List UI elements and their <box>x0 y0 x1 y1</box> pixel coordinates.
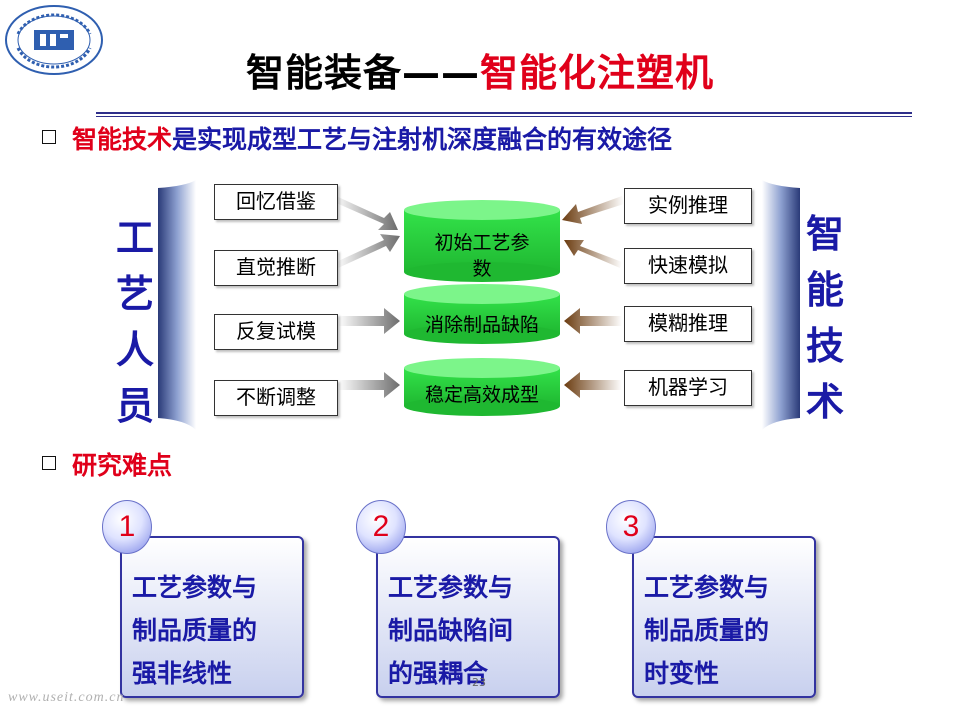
slide-title: 智能装备——智能化注塑机 <box>245 51 715 95</box>
right-item: 实例推理 <box>624 188 752 224</box>
bullet-square-icon <box>42 456 56 470</box>
center-item: 消除制品缺陷 <box>424 314 539 336</box>
left-arrows <box>334 196 400 398</box>
card-text: 工艺参数与制品缺陷间的强耦合 <box>388 573 514 688</box>
left-item: 不断调整 <box>214 380 338 416</box>
right-panel <box>762 180 800 430</box>
process-diagram <box>158 180 800 430</box>
card-text: 工艺参数与制品质量的时变性 <box>644 573 770 688</box>
left-panel <box>158 180 196 430</box>
difficulty-card: 工艺参数与制品质量的时变性 <box>632 536 816 698</box>
right-item: 机器学习 <box>624 370 752 406</box>
card-number-badge: 2 <box>356 500 406 554</box>
university-logo <box>4 4 104 76</box>
left-item: 回忆借鉴 <box>214 184 338 220</box>
right-heading: 智能技术 <box>805 212 844 424</box>
center-item: 稳定高效成型 <box>424 384 539 406</box>
left-item: 直觉推断 <box>214 250 338 286</box>
subtitle: 智能技术是实现成型工艺与注射机深度融合的有效途径 <box>72 125 673 154</box>
right-item: 快速模拟 <box>624 248 752 284</box>
card-number-badge: 1 <box>102 500 152 554</box>
left-heading: 工艺人员 <box>115 216 154 428</box>
difficulty-card: 工艺参数与制品缺陷间的强耦合 23 <box>376 536 560 698</box>
card-number-badge: 3 <box>606 500 656 554</box>
difficulty-card: 工艺参数与制品质量的强非线性 <box>120 536 304 698</box>
right-arrows <box>562 196 624 398</box>
cylinder-2 <box>404 284 560 344</box>
left-item: 反复试模 <box>214 314 338 350</box>
watermark: www.useit.com.cn <box>8 690 125 705</box>
title-divider-thin <box>96 116 912 117</box>
center-item: 初始工艺参 数 <box>434 232 530 280</box>
page-number: 23 <box>472 676 486 689</box>
cylinder-1 <box>404 200 560 282</box>
title-divider <box>96 112 912 114</box>
card-text: 工艺参数与制品质量的强非线性 <box>132 573 258 688</box>
right-item: 模糊推理 <box>624 306 752 342</box>
cylinder-3 <box>404 358 560 416</box>
research-heading: 研究难点 <box>72 451 173 480</box>
bullet-square-icon <box>42 130 56 144</box>
